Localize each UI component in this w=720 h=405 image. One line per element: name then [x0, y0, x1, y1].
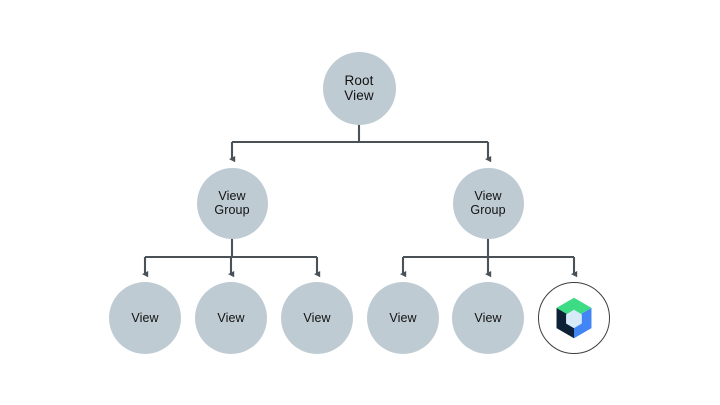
node-view-3-label: View: [303, 310, 331, 325]
node-view-4-label: View: [389, 310, 417, 325]
node-view-group-left[interactable]: View Group: [196, 167, 268, 239]
node-view-4[interactable]: View: [367, 282, 439, 354]
node-view-group-right[interactable]: View Group: [452, 167, 524, 239]
node-view-1-label: View: [131, 310, 159, 325]
node-root-view-label: Root View: [344, 72, 374, 103]
node-view-5[interactable]: View: [452, 282, 524, 354]
node-view-group-left-label: View Group: [214, 188, 250, 217]
node-view-2[interactable]: View: [195, 282, 267, 354]
node-view-1[interactable]: View: [109, 282, 181, 354]
node-view-2-label: View: [217, 310, 245, 325]
jetpack-compose-logo-icon: [551, 295, 597, 341]
node-view-3[interactable]: View: [281, 282, 353, 354]
node-view-group-right-label: View Group: [470, 188, 506, 217]
node-compose[interactable]: [538, 282, 610, 354]
node-root-view[interactable]: Root View: [322, 51, 396, 125]
node-view-5-label: View: [474, 310, 502, 325]
